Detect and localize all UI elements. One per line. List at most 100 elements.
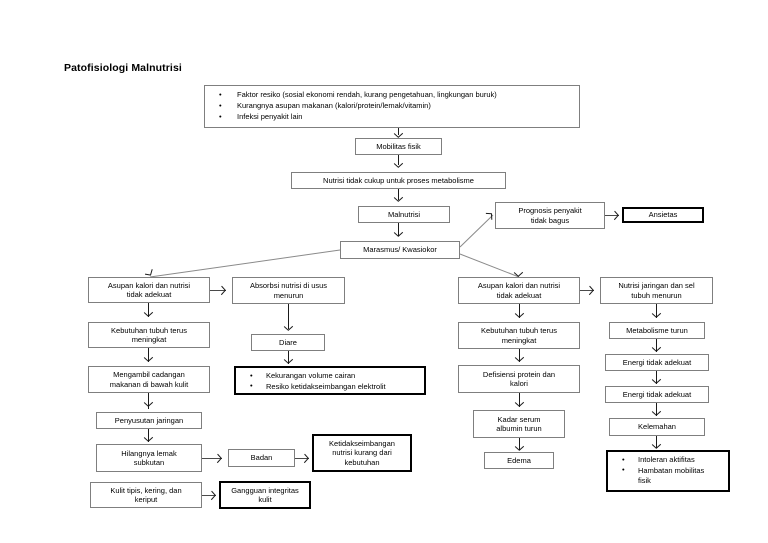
node-causes: Faktor resiko (sosial ekonomi rendah, ku…: [204, 85, 580, 128]
node-label: Kebutuhan tubuh terus meningkat: [481, 326, 557, 345]
node-kulit-tipis: Kulit tipis, kering, dan keriput: [90, 482, 202, 508]
node-hilangnya-lemak-subkutan: Hilangnya lemak subkutan: [96, 444, 202, 472]
node-malnutrisi: Malnutrisi: [358, 206, 450, 223]
node-edema: Edema: [484, 452, 554, 469]
node-label: Mengambil cadangan makanan di bawah kuli…: [109, 370, 189, 389]
node-metabolisme-turun: Metabolisme turun: [609, 322, 705, 339]
node-asupan-kalori-kanan: Asupan kalori dan nutrisi tidak adekuat: [458, 277, 580, 304]
arrow-down-icon: [283, 358, 293, 364]
node-defisiensi-protein: Defisiensi protein dan kalori: [458, 365, 580, 393]
node-kekurangan-cairan-elektrolit: Kekurangan volume cairan Resiko ketidaks…: [234, 366, 426, 395]
node-label: Energi tidak adekuat: [622, 357, 692, 367]
node-label: Kebutuhan tubuh terus meningkat: [111, 325, 187, 344]
arrow-down-icon: [651, 312, 661, 318]
node-mengambil-cadangan: Mengambil cadangan makanan di bawah kuli…: [88, 366, 210, 393]
connector-defisiensi-kadar: [519, 393, 520, 407]
connector-absorbsi-diare: [288, 304, 289, 329]
list-item: Faktor resiko (sosial ekonomi rendah, ku…: [211, 88, 573, 100]
list-item: Hambatan mobilitas fisik: [614, 465, 722, 487]
node-label: Penyusutan jaringan: [114, 415, 184, 425]
connector-jaringan-metabolisme: [656, 304, 657, 318]
arrow-down-icon: [143, 356, 153, 362]
node-intoleran-aktifitas: Intoleran aktifitas Hambatan mobilitas f…: [606, 450, 730, 492]
arrow-right-icon: [210, 490, 216, 501]
arrow-right-icon: [588, 285, 594, 296]
connector-badan-ketidakseimbangan: [295, 458, 309, 459]
connector-energi1-energi2: [656, 371, 657, 384]
connector-kebutuhan-defisiensi: [519, 349, 520, 362]
node-asupan-kalori-kiri: Asupan kalori dan nutrisi tidak adekuat: [88, 277, 210, 303]
connector-metabolisme-energi1: [656, 339, 657, 352]
node-kadar-serum-albumin: Kadar serum albumin turun: [473, 410, 565, 438]
connector-kelemahan-intoleran: [656, 436, 657, 448]
node-label: Marasmus/ Kwasiokor: [363, 245, 437, 255]
cairan-bullet-list: Kekurangan volume cairan Resiko ketidaks…: [242, 371, 418, 392]
connector-energi2-kelemahan: [656, 403, 657, 416]
node-ansietas: Ansietas: [622, 207, 704, 223]
arrow-down-icon: [651, 346, 661, 352]
node-label: Kelemahan: [638, 422, 676, 432]
arrow-down-icon: [651, 378, 661, 384]
arrow-right-icon: [216, 453, 222, 464]
list-item: Infeksi penyakit lain: [211, 111, 573, 122]
node-ketidakseimbangan-nutrisi: Ketidakseimbangan nutrisi kurang dari ke…: [312, 434, 412, 472]
node-label: Energi tidak adekuat: [622, 389, 692, 399]
node-label: Malnutrisi: [387, 209, 421, 219]
node-energi-tidak-adekuat-2: Energi tidak adekuat: [605, 386, 709, 403]
node-gangguan-integritas-kulit: Gangguan integritas kulit: [219, 481, 311, 509]
node-kebutuhan-tubuh-kiri: Kebutuhan tubuh terus meningkat: [88, 322, 210, 348]
connector-prognosis-ansietas: [605, 215, 619, 216]
arrow-down-icon: [514, 401, 524, 407]
node-label: Kulit tipis, kering, dan keriput: [110, 485, 182, 504]
arrow-down-icon: [651, 443, 661, 449]
node-label: Absorbsi nutrisi di usus menurun: [249, 281, 328, 300]
arrow-down-icon: [143, 436, 153, 442]
node-mobilitas-fisik: Mobilitas fisik: [355, 138, 442, 155]
connector-asupan-absorbsi: [210, 290, 226, 291]
connector-lemak-badan: [202, 458, 222, 459]
node-label: Kadar serum albumin turun: [496, 414, 542, 433]
node-badan: Badan: [228, 449, 295, 467]
arrow-down-icon: [651, 410, 661, 416]
connector-causes-mobilitas: [398, 128, 399, 135]
list-item: Kekurangan volume cairan: [242, 371, 418, 382]
node-label: Defisiensi protein dan kalori: [482, 369, 556, 388]
causes-bullet-list: Faktor resiko (sosial ekonomi rendah, ku…: [211, 88, 573, 122]
connector-asupan-kebutuhan-kiri: [148, 303, 149, 317]
arrow-right-icon: [485, 210, 496, 221]
node-label: Ansietas: [648, 210, 678, 220]
page-title: Patofisiologi Malnutrisi: [64, 62, 182, 74]
connector-penyusutan-lemak: [148, 429, 149, 442]
node-label: Edema: [507, 455, 531, 465]
connector-asupan-nutrisi-jaringan: [580, 290, 594, 291]
connector-malnutrisi-marasmus: [398, 223, 399, 236]
arrow-down-icon: [514, 445, 524, 451]
arrow-down-icon: [283, 325, 293, 331]
arrow-down-icon: [393, 231, 403, 237]
connector-nutrisi-malnutrisi: [398, 189, 399, 200]
arrow-right-icon: [613, 210, 619, 221]
arrow-down-icon: [514, 312, 524, 318]
node-label: Hilangnya lemak subkutan: [121, 448, 177, 467]
node-absorbsi-nutrisi: Absorbsi nutrisi di usus menurun: [232, 277, 345, 304]
list-item: Intoleran aktifitas: [614, 455, 722, 466]
node-diare: Diare: [251, 334, 325, 351]
arrow-right-icon: [303, 453, 309, 464]
node-energi-tidak-adekuat-1: Energi tidak adekuat: [605, 354, 709, 371]
node-label: Badan: [250, 453, 273, 463]
node-label: Asupan kalori dan nutrisi tidak adekuat: [107, 280, 191, 299]
node-label: Metabolisme turun: [626, 325, 688, 335]
node-kelemahan: Kelemahan: [609, 418, 705, 436]
arrow-right-icon: [220, 285, 226, 296]
list-item: Kurangnya asupan makanan (kalori/protein…: [211, 100, 573, 111]
connector-diare-cairan: [288, 351, 289, 364]
node-label: Asupan kalori dan nutrisi tidak adekuat: [477, 281, 561, 300]
connector-kebutuhan-cadangan: [148, 348, 149, 362]
node-label: Nutrisi jaringan dan sel tubuh menurun: [618, 281, 695, 300]
arrow-down-icon: [143, 311, 153, 317]
node-label: Diare: [279, 337, 297, 347]
connector-mobilitas-nutrisi: [398, 155, 399, 165]
node-nutrisi-jaringan-sel: Nutrisi jaringan dan sel tubuh menurun: [600, 277, 713, 304]
arrow-down-icon: [143, 401, 153, 407]
